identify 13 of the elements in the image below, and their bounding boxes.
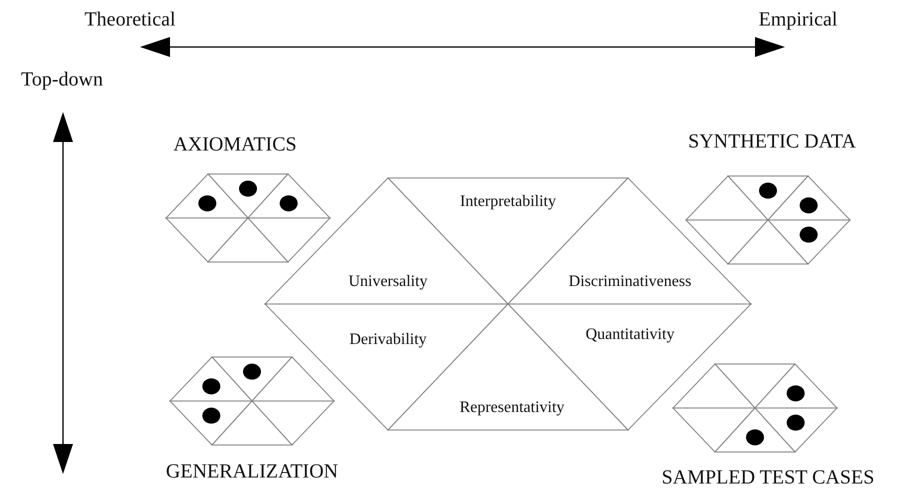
segment-label: Derivability	[349, 331, 427, 349]
axis-label: Top-down	[21, 68, 103, 92]
segment-label: Discriminativeness	[568, 273, 692, 291]
segment-label: Representativity	[460, 399, 564, 417]
hexagon-title: SAMPLED TEST CASES	[662, 466, 874, 489]
hexagon-title: GENERALIZATION	[166, 460, 338, 484]
segment-label: Quantitativity	[586, 326, 674, 344]
hexagon-title: AXIOMATICS	[173, 134, 297, 156]
axis-label: Theoretical	[84, 8, 176, 32]
hexagon-title: SYNTHETIC DATA	[688, 130, 856, 154]
segment-label: Universality	[348, 273, 428, 291]
segment-label: Interpretability	[460, 193, 556, 211]
axis-label: Empirical	[758, 8, 838, 32]
